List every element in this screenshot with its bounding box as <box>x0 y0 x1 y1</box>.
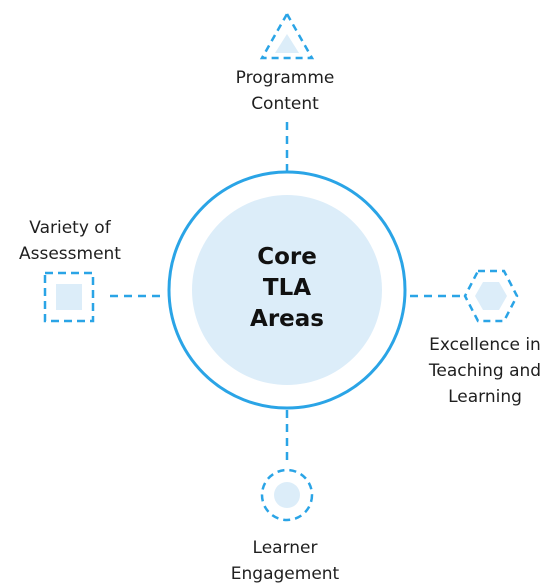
node-label-line: Learning <box>448 387 522 407</box>
node-label-line: Content <box>251 94 319 114</box>
hexagon-icon <box>463 269 519 323</box>
core-label-line: Core <box>257 244 317 270</box>
core-label-line: TLA <box>262 275 312 301</box>
node-label-line: Engagement <box>230 564 340 583</box>
node-label-programme-content: Programme Content <box>200 65 370 117</box>
core-label-line: Areas <box>250 306 324 332</box>
node-label-line: Teaching and <box>428 361 542 381</box>
triangle-icon <box>259 11 315 60</box>
node-label-line: Assessment <box>19 244 121 264</box>
node-label-line: Variety of <box>29 218 111 238</box>
node-label-line: Learner <box>252 538 318 558</box>
core-inner-disc <box>192 195 382 385</box>
core-label: Core TLA Areas <box>222 242 352 335</box>
node-label-line: Excellence in <box>429 335 541 355</box>
square-icon <box>43 271 95 323</box>
node-label-line: Programme <box>235 68 335 88</box>
node-label-learner-engagement: Learner Engagement <box>200 535 370 583</box>
node-label-variety-of-assessment: Variety of Assessment <box>0 215 140 267</box>
node-label-excellence-in-teaching: Excellence in Teaching and Learning <box>410 332 560 410</box>
circle-icon <box>260 468 314 522</box>
